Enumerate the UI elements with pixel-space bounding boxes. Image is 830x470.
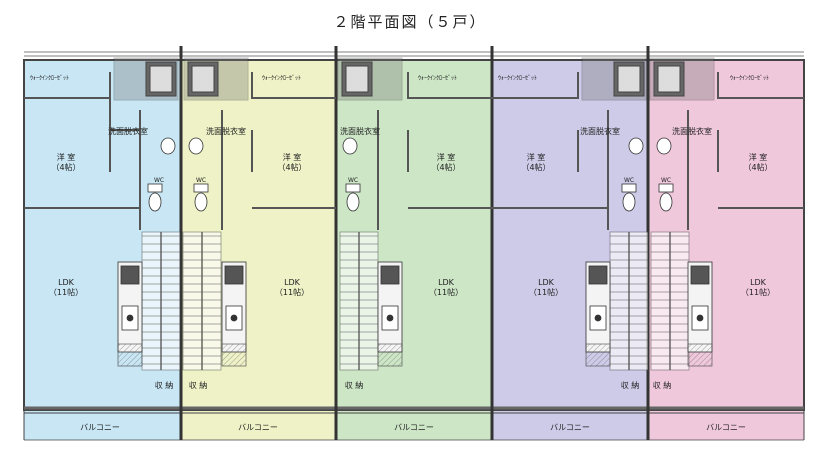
bedroom-size-label: （4帖） <box>277 162 306 172</box>
bedroom-size-label: （4帖） <box>431 162 460 172</box>
walk-in-closet-label: ｳｫｰｸｲﾝｸﾛｰｾﾞｯﾄ <box>730 75 769 82</box>
bedroom-label: 洋 室 <box>283 152 302 162</box>
storage-label: 収 納 <box>155 380 174 390</box>
washroom-label: 洗面脱衣室 <box>672 126 712 136</box>
ldk-label: LDK <box>58 278 75 287</box>
bedroom-label: 洋 室 <box>57 152 76 162</box>
stair-treads <box>142 235 689 365</box>
walk-in-closet-label: ｳｫｰｸｲﾝｸﾛｰｾﾞｯﾄ <box>262 75 301 82</box>
top-wall-windows <box>24 51 804 57</box>
balcony-label: バルコニー <box>706 423 746 432</box>
balcony-label: バルコニー <box>550 423 590 432</box>
balcony-label: バルコニー <box>394 423 434 432</box>
storage-label: 収 納 <box>345 380 364 390</box>
bedroom-size-label: （4帖） <box>521 162 550 172</box>
storage-label: 収 納 <box>189 380 208 390</box>
storage-label: 収 納 <box>653 380 672 390</box>
exterior-walls <box>23 59 805 441</box>
bathrooms <box>113 57 715 101</box>
wc-label: WC <box>154 177 164 184</box>
bedroom-size-label: （4帖） <box>51 162 80 172</box>
washroom-label: 洗面脱衣室 <box>580 126 620 136</box>
wc-label: WC <box>348 177 358 184</box>
wc-label: WC <box>661 177 671 184</box>
washroom-label: 洗面脱衣室 <box>340 126 380 136</box>
ldk-size-label: （11帖） <box>429 287 463 297</box>
walk-in-closet-label: ｳｫｰｸｲﾝｸﾛｰｾﾞｯﾄ <box>418 75 457 82</box>
kitchens <box>117 261 713 353</box>
ldk-size-label: （11帖） <box>741 287 775 297</box>
ldk-label: LDK <box>284 278 301 287</box>
balcony-label: バルコニー <box>238 423 278 432</box>
toilets <box>147 183 674 212</box>
walk-in-closet-label: ｳｫｰｸｲﾝｸﾛｰｾﾞｯﾄ <box>30 75 69 82</box>
staircases <box>141 231 690 371</box>
ldk-label: LDK <box>750 278 767 287</box>
walk-in-closet-label: ｳｫｰｸｲﾝｸﾛｰｾﾞｯﾄ <box>498 75 537 82</box>
wc-label: WC <box>196 177 206 184</box>
ldk-label: LDK <box>538 278 555 287</box>
bedroom-label: 洋 室 <box>527 152 546 162</box>
ldk-size-label: （11帖） <box>275 287 309 297</box>
fridge-spaces <box>117 343 713 367</box>
bedroom-size-label: （4帖） <box>743 162 772 172</box>
washbasins <box>160 137 672 155</box>
interior-walls <box>24 72 804 230</box>
balcony-label: バルコニー <box>80 423 120 432</box>
bedroom-label: 洋 室 <box>749 152 768 162</box>
ldk-label: LDK <box>438 278 455 287</box>
washroom-label: 洗面脱衣室 <box>206 126 246 136</box>
wc-label: WC <box>624 177 634 184</box>
plan-title: ２階平面図（５戸） <box>333 13 486 31</box>
ldk-size-label: （11帖） <box>529 287 563 297</box>
bedroom-label: 洋 室 <box>437 152 456 162</box>
washroom-label: 洗面脱衣室 <box>108 126 148 136</box>
ldk-size-label: （11帖） <box>49 287 83 297</box>
storage-label: 収 納 <box>621 380 640 390</box>
